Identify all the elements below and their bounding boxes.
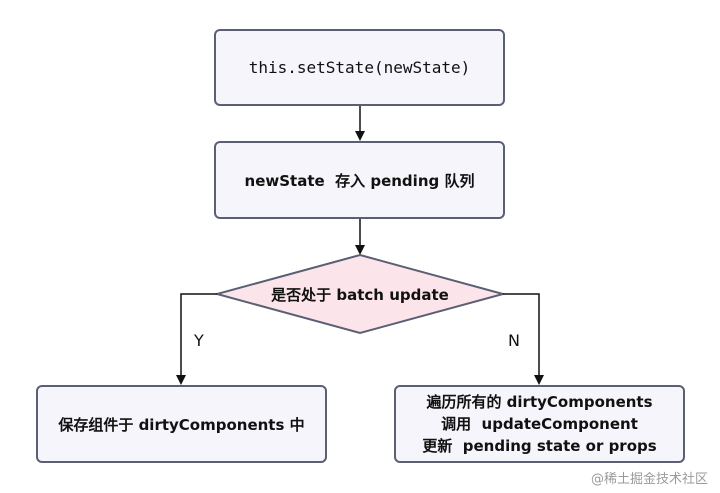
yes-action-node: 保存组件于 dirtyComponents 中 bbox=[36, 385, 327, 463]
no-action-node: 遍历所有的 dirtyComponents 调用 updateComponent… bbox=[394, 385, 685, 463]
arrow-no-branch bbox=[503, 293, 544, 385]
no-action-line-2: 调用 updateComponent bbox=[441, 415, 638, 433]
decision-diamond bbox=[213, 253, 507, 335]
yes-action-label: 保存组件于 dirtyComponents 中 bbox=[58, 415, 305, 434]
no-branch-label: N bbox=[508, 331, 520, 350]
arrow-yes-branch bbox=[176, 293, 217, 385]
decision-node-label: 是否处于 batch update bbox=[271, 285, 449, 304]
no-action-line-1: 遍历所有的 dirtyComponents bbox=[426, 393, 653, 411]
start-node: this.setState(newState) bbox=[214, 29, 505, 106]
watermark: @稀土掘金技术社区 bbox=[590, 472, 708, 487]
yes-branch-label: Y bbox=[194, 331, 204, 350]
queue-node-label: newState 存入 pending 队列 bbox=[244, 171, 475, 190]
start-node-label: this.setState(newState) bbox=[248, 58, 471, 77]
queue-node: newState 存入 pending 队列 bbox=[214, 141, 505, 219]
no-action-line-3: 更新 pending state or props bbox=[422, 437, 657, 455]
